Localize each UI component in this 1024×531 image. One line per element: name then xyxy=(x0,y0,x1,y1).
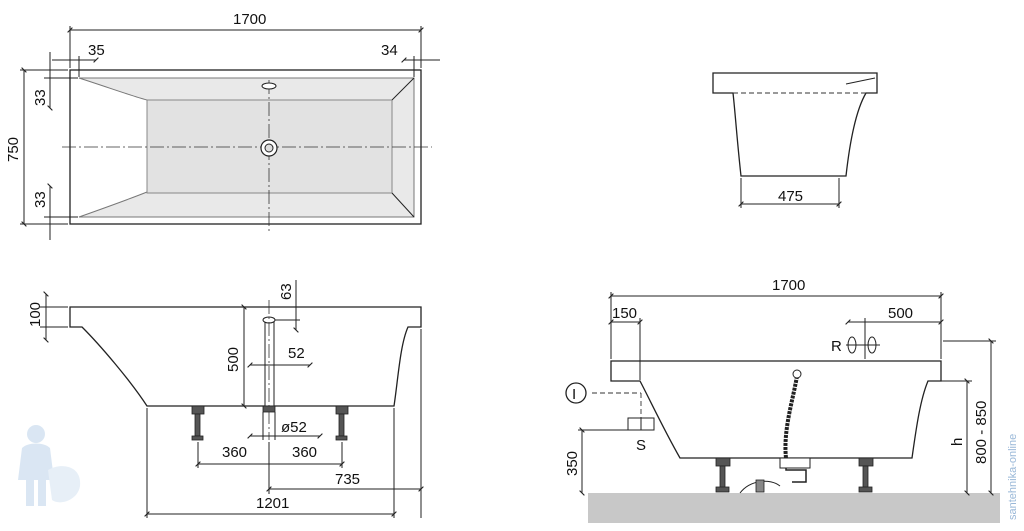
watermark-logo xyxy=(18,425,81,506)
side-depth-label: 500 xyxy=(225,347,242,372)
install-total-height-label: 800 - 850 xyxy=(973,401,990,464)
install-view-outline xyxy=(610,360,942,459)
side-view: 100 500 63 52 ø52 360 360 735 xyxy=(27,280,424,518)
install-floor-height-label: 350 xyxy=(564,451,581,476)
side-foot-left xyxy=(191,405,205,441)
end-view: 475 xyxy=(712,72,878,208)
floor xyxy=(588,493,1000,523)
top-rim-bottom-label: 33 xyxy=(32,191,49,208)
top-view: 1700 35 34 750 33 33 xyxy=(5,11,440,240)
install-foot-right xyxy=(858,457,874,493)
side-bottom-length-label: 1201 xyxy=(256,495,289,512)
install-view: I S 1700 150 500 R 350 h 800 - 850 xyxy=(564,277,1000,523)
overflow-outlet xyxy=(261,82,277,90)
install-foot-left xyxy=(715,457,731,493)
valve-label: R xyxy=(831,338,842,355)
end-bottom-width-label: 475 xyxy=(778,188,803,205)
inlet-label: I xyxy=(572,386,576,403)
install-left-offset-label: 150 xyxy=(612,305,637,322)
overflow-hose xyxy=(783,375,799,459)
side-overflow-offset-label: 63 xyxy=(278,283,295,300)
install-length-label: 1700 xyxy=(772,277,805,294)
overflow-pipe xyxy=(264,319,275,407)
side-drain-to-end-label: 735 xyxy=(335,471,360,488)
side-overflow-width-label: 52 xyxy=(288,345,305,362)
end-view-outline xyxy=(712,72,878,177)
top-rim-top-label: 33 xyxy=(32,89,49,106)
install-height-label: h xyxy=(949,438,966,446)
side-drain-diameter-label: ø52 xyxy=(281,419,307,436)
side-rim-height-label: 100 xyxy=(27,302,44,327)
top-rim-right-label: 34 xyxy=(381,42,398,59)
side-foot-right xyxy=(335,405,349,441)
inlet-marker xyxy=(565,382,587,404)
install-valve-offset-label: 500 xyxy=(888,305,913,322)
side-foot-spacing-left-label: 360 xyxy=(222,444,247,461)
side-view-outline xyxy=(69,306,422,407)
side-foot-spacing-right-label: 360 xyxy=(292,444,317,461)
siphon-label: S xyxy=(636,437,646,454)
top-rim-left-label: 35 xyxy=(88,42,105,59)
top-width-label: 750 xyxy=(5,137,22,162)
top-length-label: 1700 xyxy=(233,11,266,28)
watermark-text: santehnika-online xyxy=(1007,434,1019,520)
